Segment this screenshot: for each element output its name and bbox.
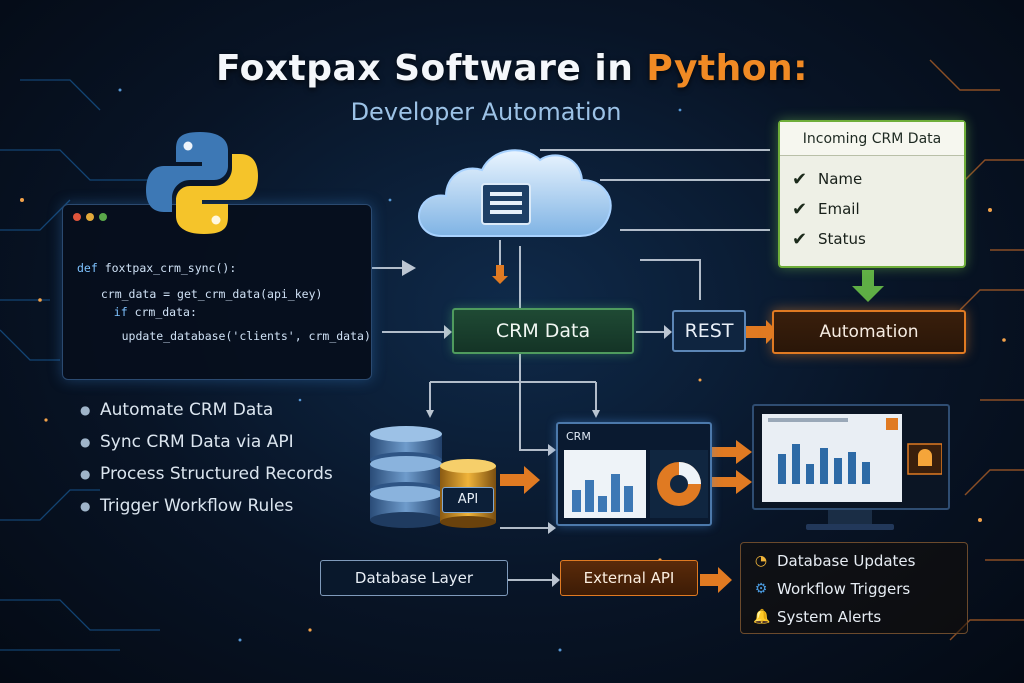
monitor-dashboard — [752, 404, 950, 510]
incoming-item-label: Name — [818, 170, 863, 188]
page-title: Foxtpax Software in Python: — [0, 48, 1024, 89]
check-icon: ✔ — [792, 168, 808, 190]
incoming-item: ✔ Status — [780, 224, 964, 254]
code-line-4: update_database('clients', crm_data) — [121, 329, 371, 343]
feature-list: ● Automate CRM Data ● Sync CRM Data via AP… — [80, 394, 333, 522]
code-line-1: def foxtpax_crm_sync(): — [77, 261, 237, 275]
list-item: ● Automate CRM Data — [80, 394, 333, 426]
incoming-panel-title: Incoming CRM Data — [780, 122, 964, 156]
maximize-dot-icon[interactable] — [99, 213, 107, 221]
bullet-icon: ● — [80, 467, 91, 481]
close-dot-icon[interactable] — [73, 213, 81, 221]
bullet-icon: ● — [80, 499, 91, 513]
minimize-dot-icon[interactable] — [86, 213, 94, 221]
monitor-base — [806, 524, 894, 530]
cloud-icon — [418, 149, 612, 237]
gauge-icon: ◔ — [754, 553, 768, 569]
page-subtitle: Developer Automation — [350, 98, 622, 126]
database-layer-box: Database Layer — [320, 560, 508, 596]
incoming-item-label: Status — [818, 230, 866, 248]
code-window: def foxtpax_crm_sync(): crm_data = get_c… — [62, 204, 372, 380]
bullet-icon: ● — [80, 403, 91, 417]
incoming-crm-panel: Incoming CRM Data ✔ Name ✔ Email ✔ Status — [778, 120, 966, 268]
list-item: ● Sync CRM Data via API — [80, 426, 333, 458]
list-item-label: Sync CRM Data via API — [100, 432, 294, 452]
code-line-2: crm_data = get_crm_data(api_key) — [100, 287, 323, 301]
event-label: Database Updates — [777, 552, 916, 570]
title-text: Foxtpax Software in — [215, 48, 647, 89]
list-item: ● Trigger Workflow Rules — [80, 490, 333, 522]
dashboard-chart-icon — [564, 450, 708, 518]
event-item: 🔔 System Alerts — [753, 603, 967, 631]
title-accent: Python: — [646, 48, 809, 89]
incoming-item: ✔ Email — [780, 194, 964, 224]
bell-icon: 🔔 — [753, 609, 771, 625]
event-item: ⚙ Workflow Triggers — [753, 575, 967, 603]
event-label: Workflow Triggers — [777, 580, 911, 598]
rest-box: REST — [672, 310, 746, 352]
check-icon: ✔ — [792, 198, 808, 220]
monitor-stand — [828, 510, 872, 526]
external-api-box: External API — [560, 560, 698, 596]
crm-dashboard-screen: CRM — [556, 422, 712, 526]
check-icon: ✔ — [792, 228, 808, 250]
crm-screen-label: CRM — [566, 430, 591, 443]
incoming-item-label: Email — [818, 200, 860, 218]
events-panel: ◔ Database Updates ⚙ Workflow Triggers 🔔 Sy… — [740, 542, 968, 634]
database-icon — [370, 426, 442, 528]
monitor-chart-icon — [762, 414, 942, 502]
bullet-icon: ● — [80, 435, 91, 449]
code-line-3: if crm_data: — [113, 305, 197, 319]
api-label: API — [442, 487, 494, 513]
window-controls — [73, 213, 107, 221]
gear-icon: ⚙ — [754, 581, 768, 597]
event-label: System Alerts — [777, 608, 882, 626]
list-item-label: Trigger Workflow Rules — [100, 496, 294, 516]
automation-box: Automation — [772, 310, 966, 354]
list-item: ● Process Structured Records — [80, 458, 333, 490]
list-item-label: Automate CRM Data — [100, 400, 274, 420]
incoming-item: ✔ Name — [780, 164, 964, 194]
crm-data-box: CRM Data — [452, 308, 634, 354]
event-item: ◔ Database Updates — [753, 547, 967, 575]
list-item-label: Process Structured Records — [100, 464, 333, 484]
python-logo-icon — [146, 132, 258, 234]
